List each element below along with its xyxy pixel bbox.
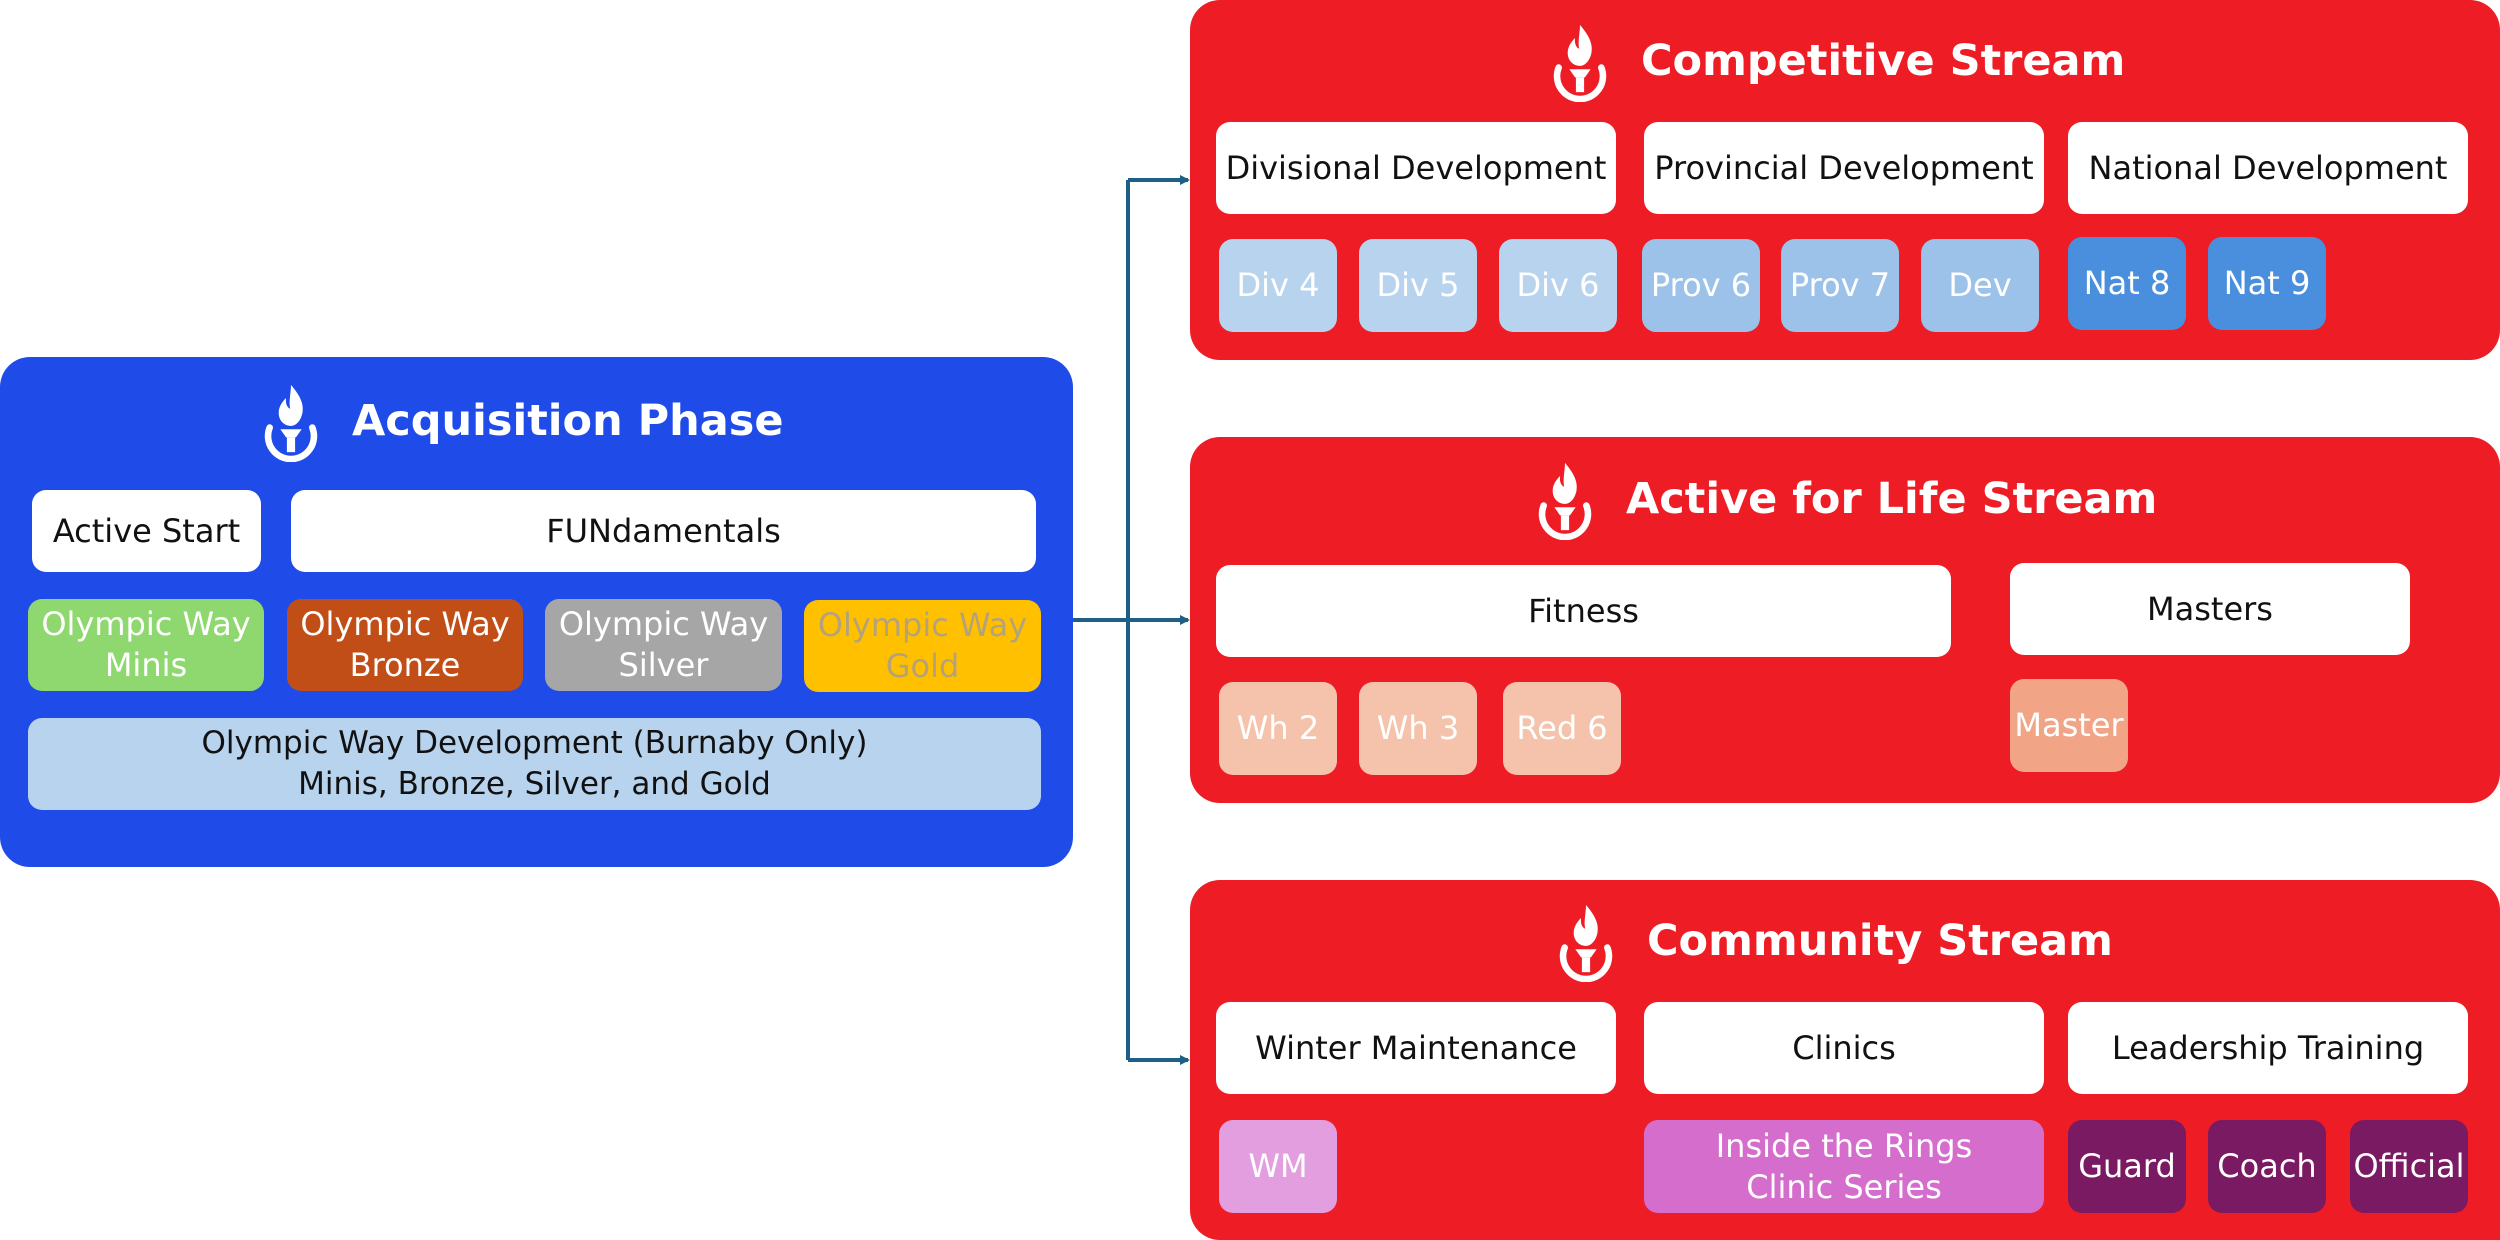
header-clinics: Clinics: [1644, 1002, 2044, 1094]
level-olympic-way-gold: Olympic Way Gold: [804, 600, 1041, 692]
level-div-5: Div 5: [1359, 239, 1477, 332]
acquisition-phase-title-text: Acquisition Phase: [352, 396, 784, 446]
header-leadership-training: Leadership Training: [2068, 1002, 2468, 1094]
torch-icon: [1537, 20, 1623, 102]
level-olympic-way-silver: Olympic Way Silver: [545, 599, 782, 691]
level-red-6: Red 6: [1503, 682, 1621, 775]
olympic-way-development-bar: Olympic Way Development (Burnaby Only) M…: [28, 718, 1041, 810]
level-official: Official: [2350, 1120, 2468, 1213]
header-fundamentals: FUNdamentals: [291, 490, 1036, 572]
level-wh-2: Wh 2: [1219, 682, 1337, 775]
community-stream-title-text: Community Stream: [1647, 916, 2113, 966]
active-for-life-stream-title: Active for Life Stream: [1522, 458, 2157, 540]
header-winter-maintenance: Winter Maintenance: [1216, 1002, 1616, 1094]
level-prov-7: Prov 7: [1781, 239, 1899, 332]
level-div-4: Div 4: [1219, 239, 1337, 332]
header-provincial-development: Provincial Development: [1644, 122, 2044, 214]
level-dev: Dev: [1921, 239, 2039, 332]
torch-icon: [1522, 458, 1608, 540]
level-prov-6: Prov 6: [1642, 239, 1760, 332]
level-olympic-way-minis: Olympic Way Minis: [28, 599, 264, 691]
header-active-start: Active Start: [32, 490, 261, 572]
acquisition-phase-title: Acquisition Phase: [248, 380, 784, 462]
torch-icon: [248, 380, 334, 462]
header-fitness: Fitness: [1216, 565, 1951, 657]
competitive-stream-title-text: Competitive Stream: [1641, 36, 2126, 86]
level-coach: Coach: [2208, 1120, 2326, 1213]
level-nat-8: Nat 8: [2068, 237, 2186, 330]
header-masters: Masters: [2010, 563, 2410, 655]
torch-icon: [1543, 900, 1629, 982]
level-wh-3: Wh 3: [1359, 682, 1477, 775]
level-nat-9: Nat 9: [2208, 237, 2326, 330]
active-for-life-stream-title-text: Active for Life Stream: [1626, 474, 2158, 524]
level-inside-the-rings-clinic-series: Inside the Rings Clinic Series: [1644, 1120, 2044, 1213]
level-wm: WM: [1219, 1120, 1337, 1213]
header-national-development: National Development: [2068, 122, 2468, 214]
level-olympic-way-bronze: Olympic Way Bronze: [287, 599, 523, 691]
community-stream-title: Community Stream: [1543, 900, 2113, 982]
level-master: Master: [2010, 679, 2128, 772]
level-div-6: Div 6: [1499, 239, 1617, 332]
header-divisional-development: Divisional Development: [1216, 122, 1616, 214]
competitive-stream-title: Competitive Stream: [1537, 20, 2125, 102]
level-guard: Guard: [2068, 1120, 2186, 1213]
